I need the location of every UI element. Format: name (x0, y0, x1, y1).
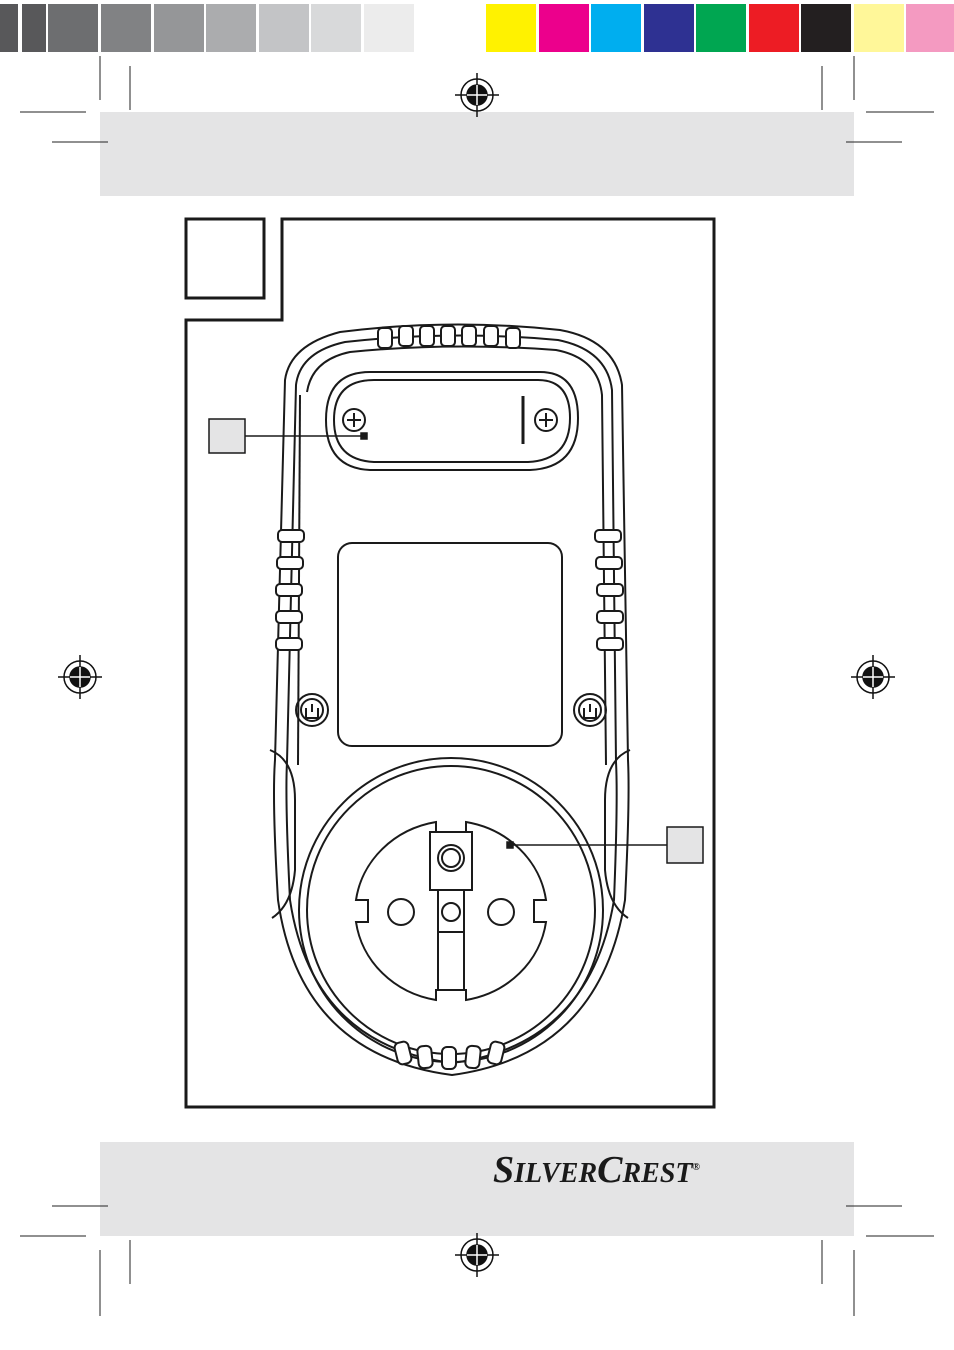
color-swatch (0, 4, 18, 52)
color-swatch (644, 4, 694, 52)
color-swatch (696, 4, 746, 52)
side-button-right (573, 693, 607, 727)
color-swatch (206, 4, 256, 52)
color-swatch (486, 4, 536, 52)
color-swatch (48, 4, 98, 52)
color-swatch (416, 4, 466, 52)
callout-battery-cover (208, 418, 368, 454)
figure-number (186, 219, 264, 298)
color-swatch (364, 4, 414, 52)
screw-right-icon (534, 408, 558, 432)
screw-left-icon (342, 408, 366, 432)
color-swatch (906, 4, 954, 52)
color-swatch (854, 4, 904, 52)
color-swatch (591, 4, 641, 52)
color-swatch (311, 4, 361, 52)
registration-mark-bottom (455, 1233, 499, 1277)
crop-marks (20, 56, 934, 1316)
color-swatch (22, 4, 46, 52)
callout-socket (506, 826, 704, 864)
side-vents-left (275, 529, 305, 651)
color-swatch (539, 4, 589, 52)
figure-frame (184, 217, 716, 1109)
callout-box-socket (666, 826, 704, 864)
color-swatch (101, 4, 151, 52)
color-calibration-bar (0, 0, 954, 56)
callout-label-socket (667, 827, 703, 863)
color-swatch (801, 4, 851, 52)
color-swatch (749, 4, 799, 52)
brand-logo: SILVERCREST® (493, 1149, 701, 1191)
footer-band (100, 1142, 854, 1236)
callout-label-battery (209, 419, 245, 453)
side-button-left (295, 693, 329, 727)
side-grips (269, 749, 631, 919)
top-vent-slots (377, 325, 521, 349)
side-vents-right (594, 529, 624, 651)
registration-mark-left (58, 655, 102, 699)
color-swatch (154, 4, 204, 52)
figure-number-box (184, 217, 266, 300)
registration-mark-right (851, 655, 895, 699)
color-swatch (259, 4, 309, 52)
header-band (100, 112, 854, 196)
battery-compartment (324, 371, 580, 471)
label-area (337, 542, 563, 747)
bottom-vent-slots (393, 1040, 506, 1070)
registration-mark-top (455, 73, 499, 117)
